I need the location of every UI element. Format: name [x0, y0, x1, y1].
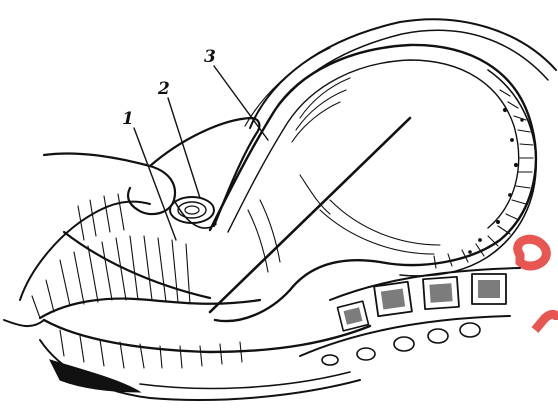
- finger-structure: [44, 118, 259, 228]
- leader-1: [134, 128, 176, 240]
- vertebra: [423, 277, 459, 309]
- watermark: [518, 239, 558, 330]
- probe-line: [210, 118, 410, 312]
- organ-body: [210, 45, 536, 321]
- vertebra: [374, 282, 412, 316]
- spine: [300, 268, 520, 365]
- vertebra: [472, 274, 506, 304]
- watermark-glyph-r: [535, 314, 558, 330]
- vertebra: [337, 301, 368, 331]
- callout-2: 2: [157, 79, 170, 99]
- callout-1: 1: [122, 109, 134, 129]
- ring-structure: [170, 197, 214, 223]
- callout-3: 3: [204, 47, 216, 67]
- sacral-ovals: [322, 323, 480, 365]
- lower-tissue: [4, 194, 370, 400]
- watermark-glyph-e: [518, 239, 547, 266]
